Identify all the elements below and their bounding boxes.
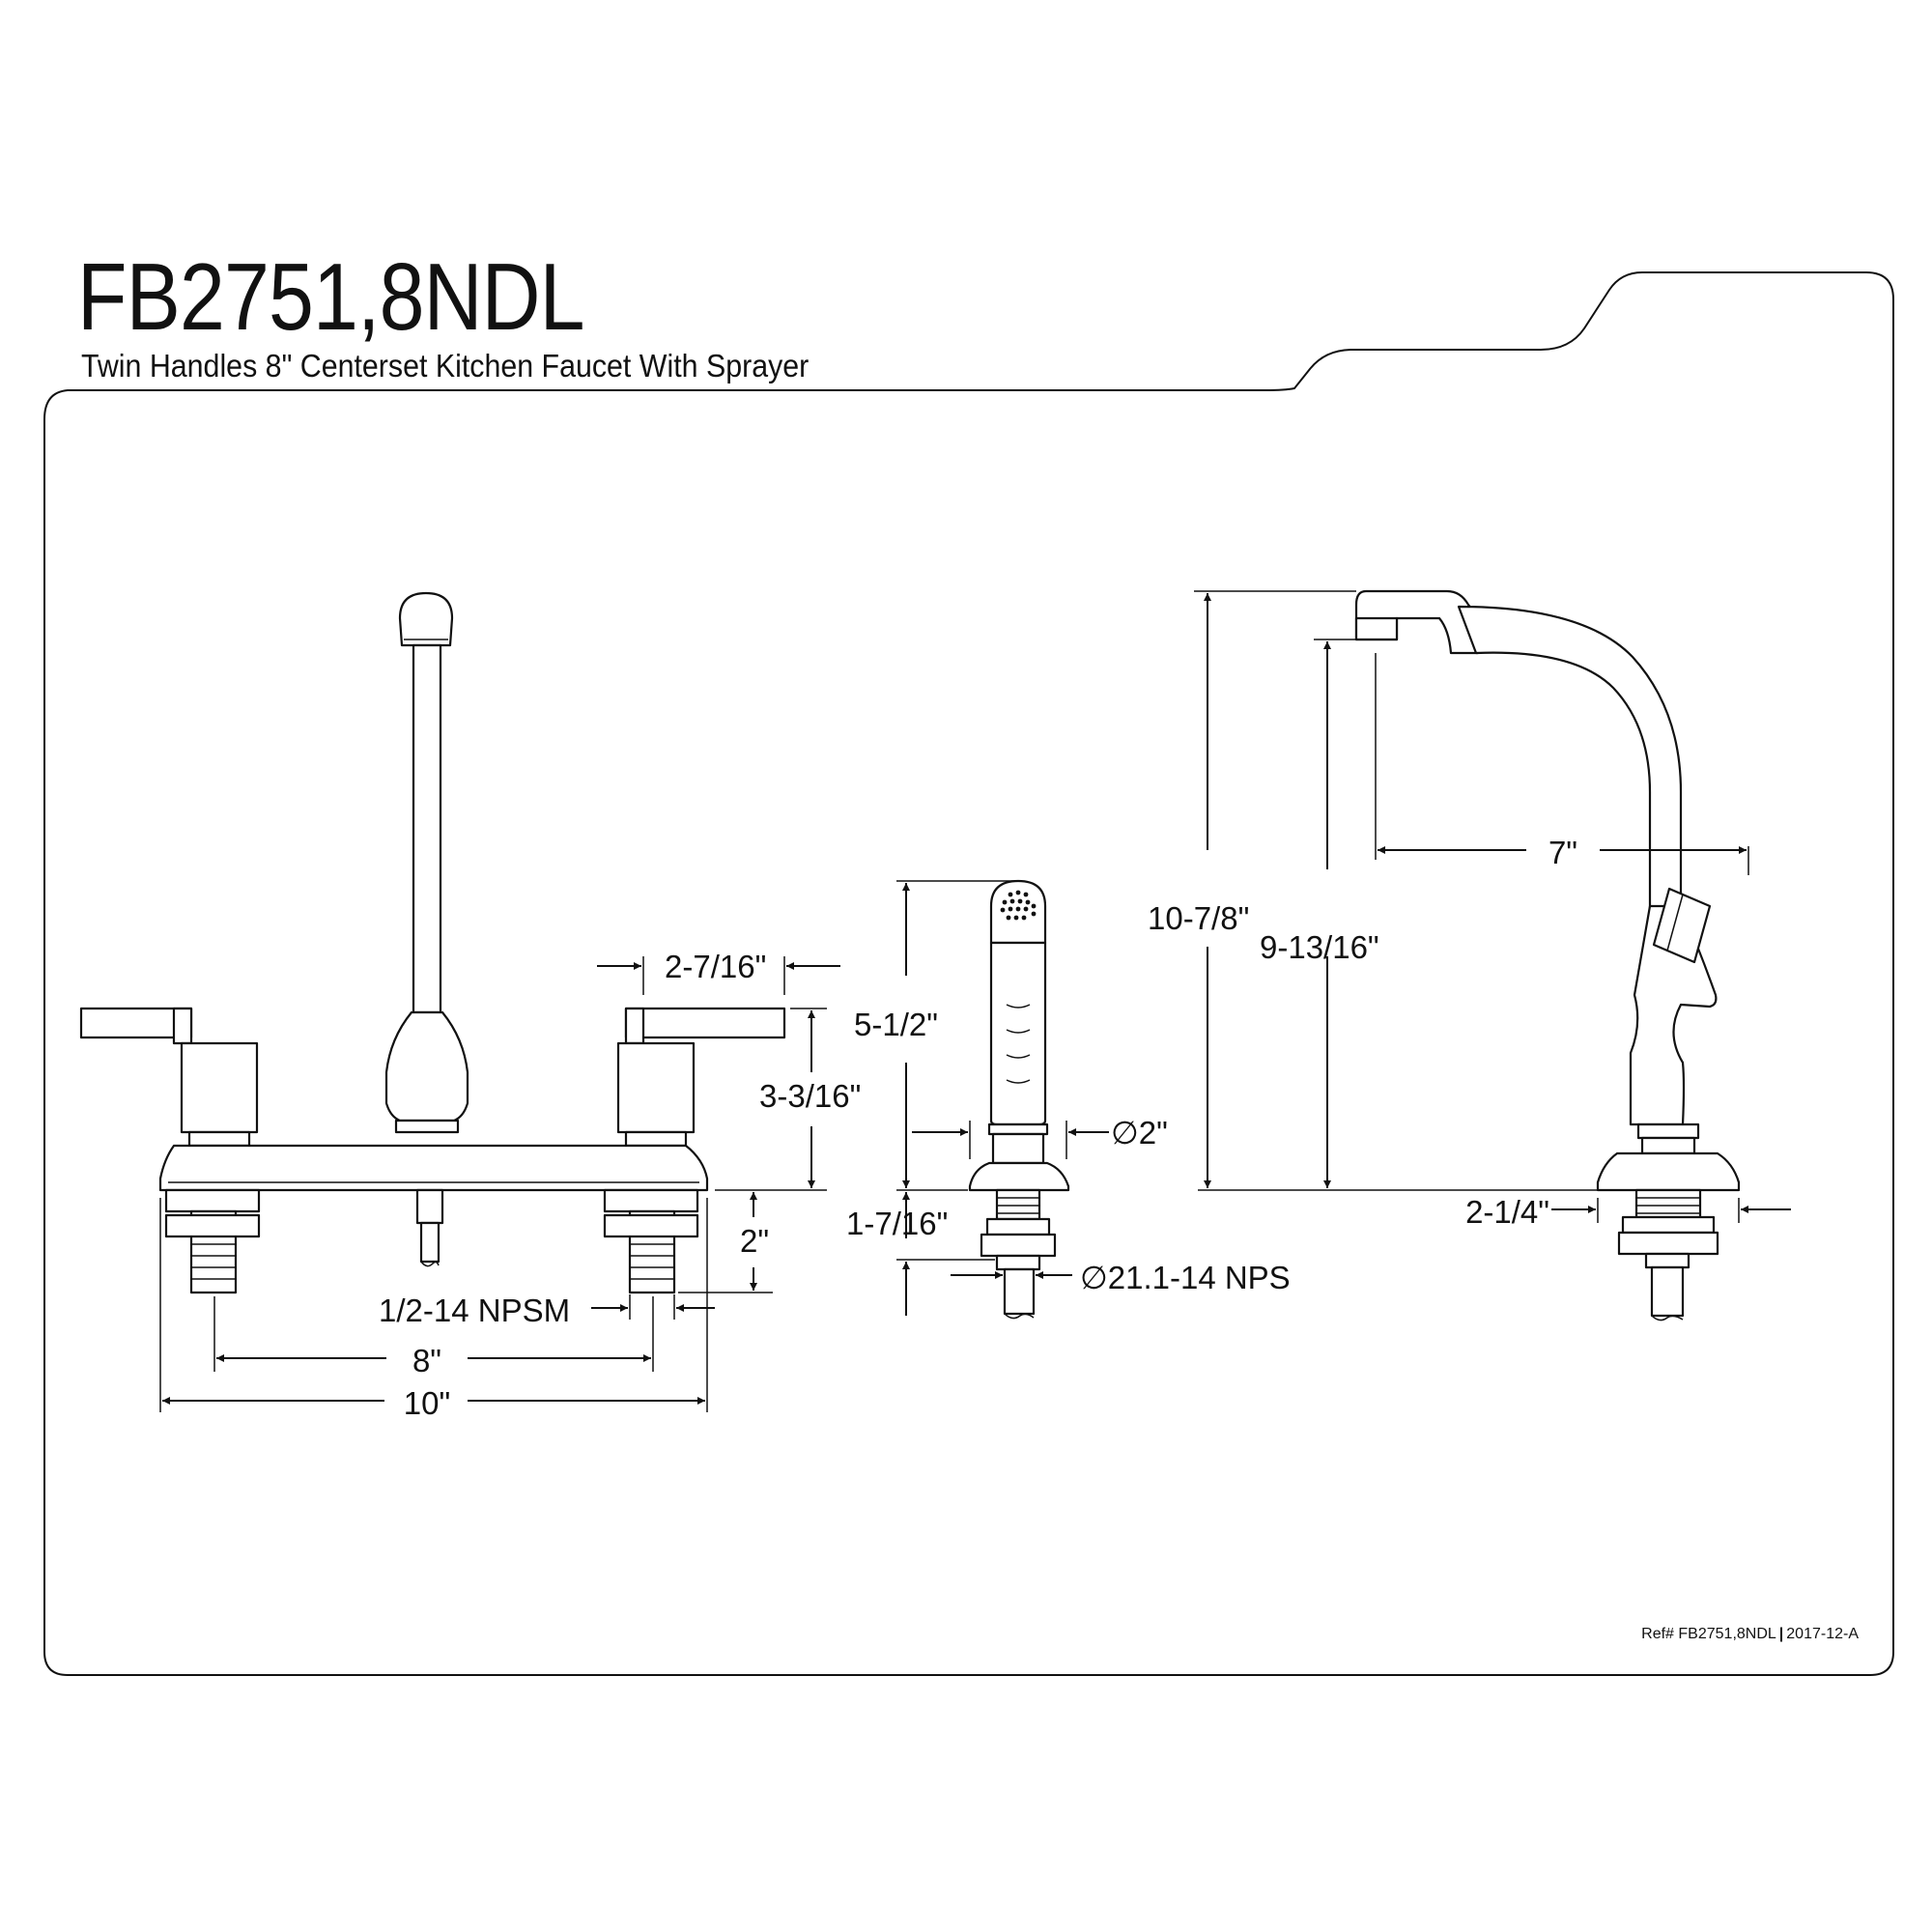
dim-sprayer-height: 5-1/2": [854, 1007, 938, 1042]
ref-separator: |: [1778, 1626, 1784, 1642]
side-view-dimension-lines: [1194, 590, 1791, 1223]
side-view-faucet: [1354, 589, 1741, 1321]
dim-deck-width: 10": [404, 1385, 450, 1421]
dim-shank-length: 2": [740, 1223, 769, 1259]
front-view-faucet: [79, 591, 786, 1294]
dim-overall-height: 10-7/8": [1148, 900, 1249, 936]
product-description: Twin Handles 8" Centerset Kitchen Faucet…: [81, 348, 810, 384]
sprayer-drawing: [968, 879, 1070, 1320]
dim-supply-thread: 1/2-14 NPSM: [379, 1293, 570, 1328]
dim-sprayer-shank: 1-7/16": [846, 1206, 948, 1241]
dim-spout-reach: 7": [1548, 835, 1577, 870]
dim-handle-width: 2-7/16": [665, 949, 766, 984]
front-view-dimension-lines: [159, 956, 840, 1412]
dim-base-width: 2-1/4": [1465, 1194, 1549, 1230]
ref-number: Ref# FB2751,8NDL: [1641, 1626, 1776, 1642]
reference-footer: Ref# FB2751,8NDL|2017-12-A: [1641, 1626, 1859, 1643]
dim-center-spacing: 8": [412, 1343, 441, 1378]
sprayer-dimension-lines: [896, 880, 1109, 1316]
dim-spout-clearance: 9-13/16": [1260, 929, 1379, 965]
dim-sprayer-thread: ∅21.1-14 NPS: [1080, 1260, 1291, 1295]
dim-sprayer-diameter: ∅2": [1111, 1115, 1168, 1151]
model-title: FB2751,8NDL: [77, 243, 584, 350]
folder-frame: [43, 271, 1894, 1676]
ref-revision: 2017-12-A: [1786, 1626, 1859, 1642]
dim-handle-height: 3-3/16": [759, 1078, 861, 1114]
